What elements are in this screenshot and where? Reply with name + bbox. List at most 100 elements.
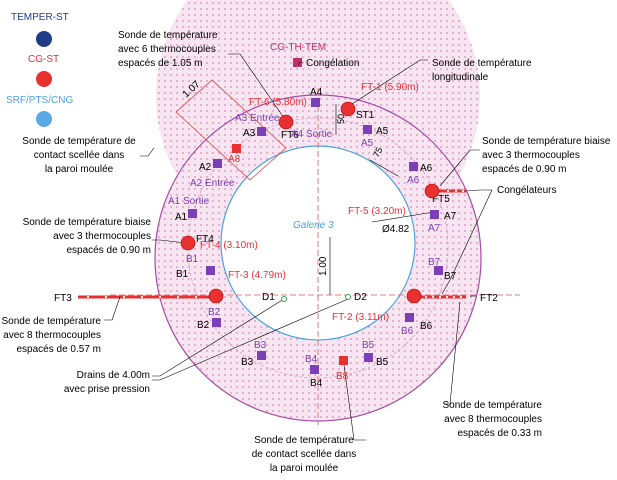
svg-text:Sonde de température: Sonde de température xyxy=(442,400,542,411)
ft5-probe-dots xyxy=(446,189,465,193)
svg-text:espacés de 1.05 m: espacés de 1.05 m xyxy=(118,58,203,69)
svg-text:Sonde de température biaise: Sonde de température biaise xyxy=(23,217,152,228)
sensor-a8 xyxy=(232,144,241,153)
legend-temper-st-marker xyxy=(36,31,52,47)
svg-text:B7: B7 xyxy=(444,271,457,282)
ft4-label: FT-4 (3.10m) xyxy=(200,240,258,251)
legend-temper-st-label: TEMPER-ST xyxy=(11,12,69,23)
svg-text:A4 Sortie: A4 Sortie xyxy=(291,129,333,140)
sensor-labels: A1 A2 A3 A4 A5 A6 A7 A8 B1 B2 B3 B4 B5 B… xyxy=(175,87,457,389)
svg-text:B4: B4 xyxy=(310,378,323,389)
svg-text:A6: A6 xyxy=(420,163,433,174)
svg-text:A2 Entrée: A2 Entrée xyxy=(190,178,235,189)
svg-text:A5: A5 xyxy=(361,138,374,149)
svg-text:A1: A1 xyxy=(175,212,188,223)
dim-50-label: 50 xyxy=(336,114,346,124)
purple-sensors xyxy=(188,98,443,374)
svg-text:Sonde de température de: Sonde de température de xyxy=(22,136,136,147)
svg-text:avec 8 thermocouples: avec 8 thermocouples xyxy=(3,330,101,341)
legend-cg-st-marker xyxy=(36,71,52,87)
leader-lines xyxy=(104,53,493,441)
svg-text:FT2: FT2 xyxy=(480,293,498,304)
probe-tags: FT3 FT2 FT4 FT5 FT6 ST1 xyxy=(54,110,498,304)
svg-text:A1 Sortie: A1 Sortie xyxy=(168,196,210,207)
svg-text:A4: A4 xyxy=(310,87,323,98)
svg-text:avec 6 thermocouples: avec 6 thermocouples xyxy=(118,44,216,55)
svg-text:B1: B1 xyxy=(186,254,199,265)
dim-box-107 xyxy=(175,79,287,181)
svg-text:espacés de 0.57 m: espacés de 0.57 m xyxy=(17,344,102,355)
svg-text:Sonde de température: Sonde de température xyxy=(254,435,354,446)
svg-text:Sonde de température: Sonde de température xyxy=(432,58,532,69)
congelateurs-label: Congélateurs xyxy=(497,185,556,196)
dim-line-dia xyxy=(371,211,435,223)
svg-text:B2: B2 xyxy=(197,320,210,331)
svg-text:contact scellée dans: contact scellée dans xyxy=(34,150,125,161)
svg-text:B4: B4 xyxy=(305,354,318,365)
legend-srf-marker xyxy=(36,111,52,127)
svg-text:B7: B7 xyxy=(428,257,441,268)
dim-100-label: 1.00 xyxy=(318,256,329,276)
svg-text:B5: B5 xyxy=(362,340,375,351)
sensor-b8 xyxy=(339,356,348,365)
svg-text:FT5: FT5 xyxy=(432,194,450,205)
gallery-label: Galerie 3 xyxy=(293,220,334,231)
purple-labels: A1 Sortie A2 Entrée A3 Entrée A4 Sortie … xyxy=(168,113,441,365)
svg-text:A2: A2 xyxy=(199,162,212,173)
svg-text:FT4: FT4 xyxy=(196,234,214,245)
ft2-probe-dots xyxy=(424,295,463,299)
svg-text:B3: B3 xyxy=(241,357,254,368)
legend-cg-th-tem-marker xyxy=(293,58,302,67)
svg-text:D1: D1 xyxy=(262,292,275,303)
sonde-8tc-left-annotation: Sonde de température avec 8 thermocouple… xyxy=(1,316,101,355)
svg-text:avec 3 thermocouples: avec 3 thermocouples xyxy=(482,150,580,161)
sonde-biaise-right-annotation: Sonde de température biaise avec 3 therm… xyxy=(482,136,611,175)
svg-text:avec 8 thermocouples: avec 8 thermocouples xyxy=(444,414,542,425)
sonde-contact-bottom-annotation: Sonde de température de contact scellée … xyxy=(252,435,357,474)
dim-line-75 xyxy=(369,159,399,177)
sonde-longitudinale-annotation: Sonde de température longitudinale xyxy=(432,58,532,83)
svg-text:longitudinale: longitudinale xyxy=(432,72,489,83)
svg-text:B3: B3 xyxy=(254,340,267,351)
legend-srf-label: SRF/PTS/CNG xyxy=(6,95,73,106)
svg-text:Sonde de température: Sonde de température xyxy=(1,316,101,327)
svg-text:B6: B6 xyxy=(401,326,414,337)
legend-cg-st-label: CG-ST xyxy=(28,54,59,65)
sonde-8tc-right-annotation: Sonde de température avec 8 thermocouple… xyxy=(442,400,542,439)
svg-text:D2: D2 xyxy=(354,292,367,303)
ft3-probe-dots xyxy=(86,295,198,299)
svg-text:A3: A3 xyxy=(243,128,256,139)
svg-text:Drains de 4.00m: Drains de 4.00m xyxy=(77,370,150,381)
cg-st-probes xyxy=(180,101,440,304)
svg-text:A6: A6 xyxy=(407,175,420,186)
dim-75-label: 75 xyxy=(371,145,385,159)
svg-text:A5: A5 xyxy=(376,126,389,137)
svg-text:FT3: FT3 xyxy=(54,293,72,304)
sonde-biaise-left-annotation: Sonde de température biaise avec 3 therm… xyxy=(23,217,152,256)
drains-annotation: Drains de 4.00m avec prise pression xyxy=(64,370,150,395)
drain-d1 xyxy=(281,296,287,302)
ft6-label: FT-6 (5.80m) xyxy=(249,97,307,108)
svg-text:B6: B6 xyxy=(420,321,433,332)
svg-text:de contact scellée dans: de contact scellée dans xyxy=(252,449,357,460)
drain-d2 xyxy=(345,294,351,300)
sonde-6tc-annotation: Sonde de température avec 6 thermocouple… xyxy=(118,30,218,69)
svg-text:espacés de 0.90 m: espacés de 0.90 m xyxy=(482,164,567,175)
svg-text:espacés de 0.33 m: espacés de 0.33 m xyxy=(458,428,543,439)
svg-text:FT6: FT6 xyxy=(281,130,299,141)
congelation-label: Congélation xyxy=(306,58,359,69)
svg-text:A7: A7 xyxy=(428,223,441,234)
svg-text:ST1: ST1 xyxy=(356,110,375,121)
svg-text:espacés de 0.90 m: espacés de 0.90 m xyxy=(67,245,152,256)
ft2-label: FT-2 (3.11m) xyxy=(332,312,389,323)
svg-text:A7: A7 xyxy=(444,211,457,222)
ft3-label: FT-3 (4.79m) xyxy=(228,270,286,281)
svg-text:B8: B8 xyxy=(336,371,349,382)
svg-text:B2: B2 xyxy=(208,307,221,318)
svg-text:A3 Entrée: A3 Entrée xyxy=(235,113,280,124)
legend-cg-th-tem-label: CG-TH-TEM xyxy=(270,42,326,53)
ft5-label: FT-5 (3.20m) xyxy=(348,206,406,217)
svg-text:avec prise pression: avec prise pression xyxy=(64,384,150,395)
svg-text:la paroi moulée: la paroi moulée xyxy=(270,463,339,474)
